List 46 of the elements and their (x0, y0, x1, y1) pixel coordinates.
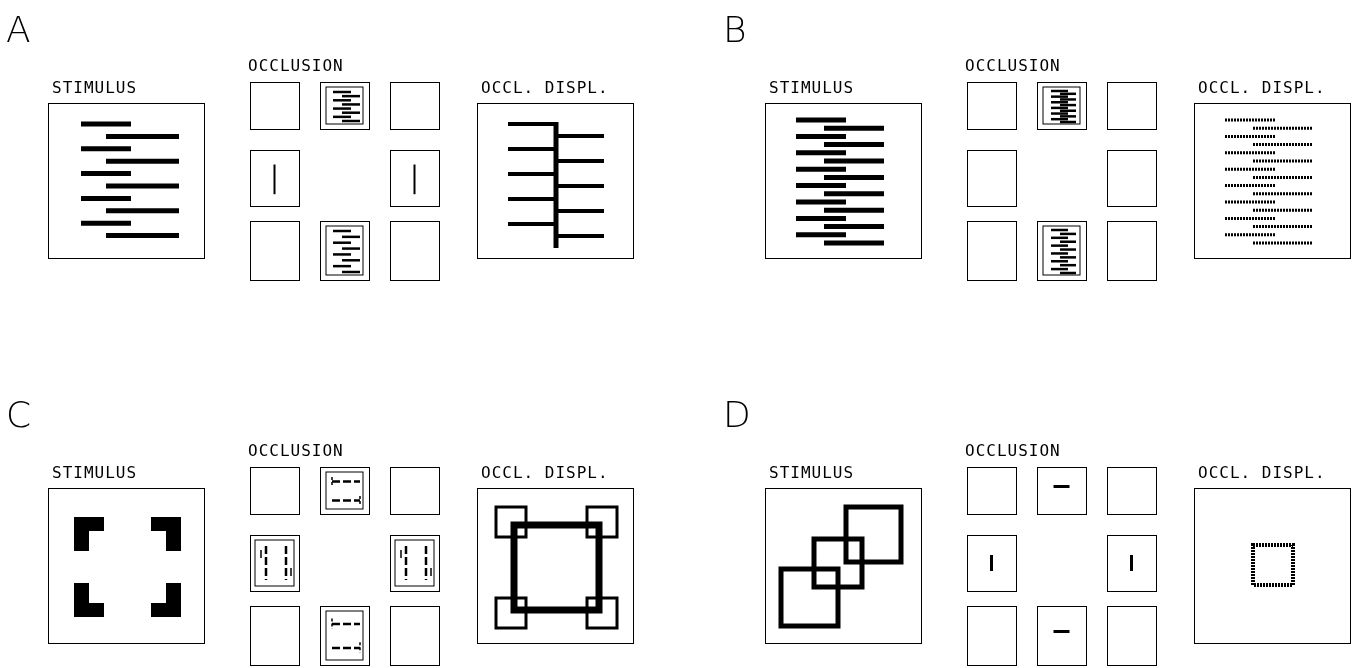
square-frame (390, 82, 440, 130)
square-frame (1037, 606, 1087, 666)
square-frame (1107, 606, 1157, 666)
heading-text: OCCLUSION (965, 443, 1061, 459)
square-frame (320, 467, 370, 515)
square-frame (967, 467, 1017, 515)
square-frame (1037, 467, 1087, 515)
square-frame (320, 606, 370, 666)
heading-text: OCCL. DISPL. (1198, 80, 1326, 96)
panel-letter: D (723, 397, 751, 433)
square-frame (1107, 221, 1157, 281)
square-frame (1107, 467, 1157, 515)
heading-text: OCCLUSION (965, 58, 1061, 74)
panel-letter: A (6, 12, 31, 48)
square-frame (1037, 221, 1087, 281)
square-frame (250, 467, 300, 515)
square-frame (1107, 82, 1157, 130)
square-frame (250, 606, 300, 666)
square-frame (390, 221, 440, 281)
square-frame (250, 221, 300, 281)
heading-text: OCCL. DISPL. (481, 465, 609, 481)
heading-text: STIMULUS (52, 465, 138, 481)
square-frame (390, 467, 440, 515)
panel-letter: C (6, 397, 32, 433)
square-frame (320, 82, 370, 130)
heading-text: OCCLUSION (248, 443, 344, 459)
square-frame (320, 221, 370, 281)
heading-text: OCCLUSION (248, 58, 344, 74)
square-frame (390, 150, 440, 207)
square-frame (967, 221, 1017, 281)
square-frame (250, 150, 300, 207)
square-frame (1107, 150, 1157, 207)
heading-text: STIMULUS (52, 80, 138, 96)
panel-letter: B (723, 12, 747, 48)
square-frame (1037, 82, 1087, 130)
square-frame (967, 606, 1017, 666)
square-frame (390, 606, 440, 666)
square-frame (250, 82, 300, 130)
square-frame (967, 535, 1017, 592)
square-frame (967, 82, 1017, 130)
heading-text: OCCL. DISPL. (1198, 465, 1326, 481)
square-frame (967, 150, 1017, 207)
heading-text: STIMULUS (769, 80, 855, 96)
square-frame (1107, 535, 1157, 592)
heading-text: OCCL. DISPL. (481, 80, 609, 96)
heading-text: STIMULUS (769, 465, 855, 481)
